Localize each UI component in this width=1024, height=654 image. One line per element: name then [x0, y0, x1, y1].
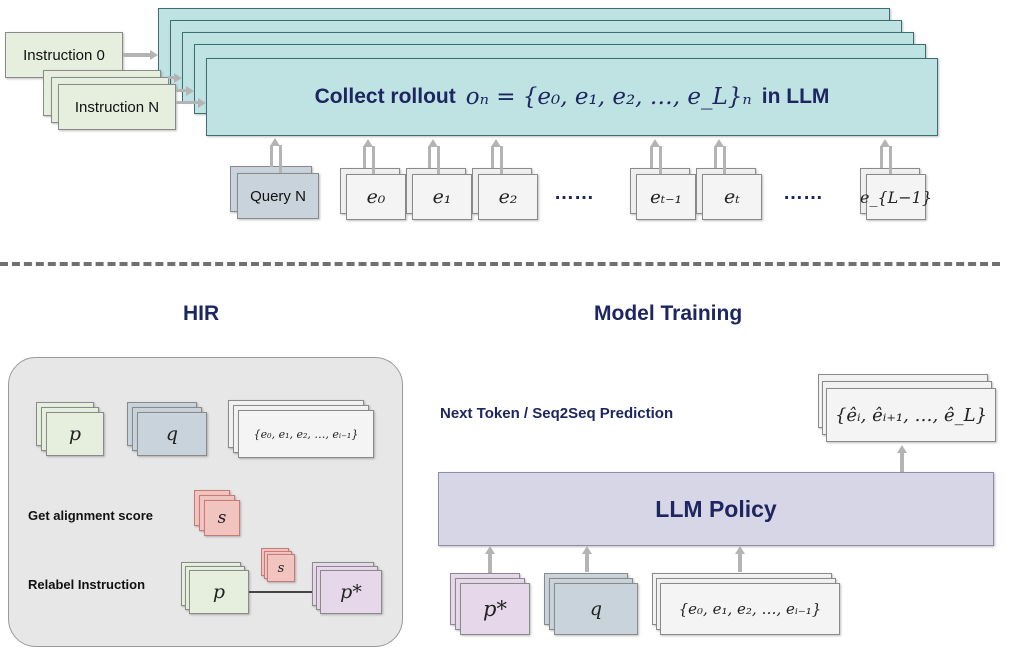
rollout-box: Collect rollout oₙ = {e₀, e₁, e₂, …, e_L… — [206, 58, 938, 136]
query-arrow-head — [270, 138, 280, 146]
train-pstar-box: p* — [460, 583, 530, 635]
token-e1-label: e₁ — [432, 186, 452, 208]
token-etminus1-label: eₜ₋₁ — [650, 186, 682, 208]
instruction-first-label: Instruction 0 — [23, 46, 105, 64]
query-arrow-b — [279, 145, 282, 173]
hir-relabel-p-box: p — [189, 570, 249, 614]
token-e1-box: e₁ — [412, 174, 472, 220]
hir-s-box: s — [204, 500, 240, 536]
rollout-text-prefix: Collect rollout — [314, 85, 456, 108]
seq-input-arrow — [738, 553, 742, 572]
instruction-arrow-4 — [176, 101, 198, 104]
instruction-last-box: Instruction N — [58, 84, 176, 130]
train-q-box: q — [554, 583, 638, 635]
hir-seq-label: {e₀, e₁, e₂, …, eᵢ₋₁} — [253, 427, 359, 441]
hir-seq-box: {e₀, e₁, e₂, …, eᵢ₋₁} — [238, 410, 374, 458]
token-et-label: eₜ — [724, 186, 740, 208]
hir-relabel-s-box: s — [267, 554, 295, 582]
token-eLminus1-arrow-a — [880, 146, 883, 168]
token-e2-box: e₂ — [478, 174, 538, 220]
token-e0-label: e₀ — [366, 186, 386, 208]
query-box: Query N — [237, 173, 319, 219]
hir-q-box: q — [137, 412, 207, 456]
output-arrow — [900, 453, 904, 472]
token-e0-arrow-b — [372, 146, 375, 174]
instruction-arrow-1-head — [150, 50, 158, 60]
pstar-input-arrow — [488, 553, 492, 573]
hir-title: HIR — [183, 302, 220, 325]
token-e1-arrow-b — [437, 146, 440, 174]
token-et-arrow-a — [714, 146, 717, 168]
hir-p-box: p — [46, 412, 104, 456]
token-et-box: eₜ — [702, 174, 762, 220]
train-seq-box: {e₀, e₁, e₂, …, eᵢ₋₁} — [660, 583, 840, 635]
train-q-label: q — [589, 598, 603, 620]
rollout-formula: oₙ = {e₀, e₁, e₂, …, e_L}ₙ — [465, 84, 752, 110]
token-e0-box: e₀ — [346, 174, 406, 220]
train-pstar-label: p* — [483, 597, 507, 621]
seq-input-arrow-head — [735, 546, 745, 554]
token-e1-arrow-a — [428, 146, 431, 168]
output-box: {êᵢ, êᵢ₊₁, …, ê_L} — [826, 388, 996, 442]
prediction-text: Next Token / Seq2Seq Prediction — [440, 405, 674, 422]
token-ellipsis-1: …… — [554, 182, 594, 204]
token-e1-arrow-head — [428, 139, 438, 147]
instruction-arrow-1 — [123, 53, 151, 57]
token-ellipsis-2: …… — [783, 182, 823, 204]
token-eLminus1-label: e_{L−1} — [859, 187, 933, 207]
instruction-arrow-2-head — [174, 73, 182, 83]
query-arrow-a — [270, 145, 273, 167]
query-label: Query N — [250, 187, 306, 205]
instruction-arrow-4-head — [198, 98, 206, 108]
training-title: Model Training — [594, 302, 743, 325]
q-input-arrow — [585, 553, 589, 572]
hir-pstar-box: p* — [320, 570, 382, 614]
q-input-arrow-head — [582, 546, 592, 554]
token-e0-arrow-a — [363, 146, 366, 168]
token-eLminus1-box: e_{L−1} — [860, 174, 932, 220]
hir-relabel-arrow — [249, 591, 313, 593]
hir-q-label: q — [165, 423, 179, 445]
train-seq-label: {e₀, e₁, e₂, …, eᵢ₋₁} — [678, 600, 822, 618]
hir-relabel-text: Relabel Instruction — [28, 577, 146, 592]
hir-relabel-p-label: p — [212, 581, 226, 603]
instruction-arrow-3-head — [186, 86, 194, 96]
token-eLminus1-arrow-head — [880, 139, 890, 147]
hir-relabel-s-label: s — [277, 560, 285, 576]
hir-pstar-label: p* — [340, 581, 362, 603]
token-e2-arrow-b — [500, 146, 503, 174]
token-etminus1-box: eₜ₋₁ — [636, 174, 696, 220]
instruction-arrow-3 — [176, 89, 186, 92]
token-e0-arrow-head — [363, 139, 373, 147]
token-etminus1-arrow-a — [650, 146, 653, 168]
llm-policy-label: LLM Policy — [655, 495, 777, 522]
hir-s-label: s — [217, 508, 227, 528]
token-eLminus1-arrow-b — [889, 146, 892, 174]
hir-p-label: p — [68, 423, 82, 445]
section-divider — [0, 262, 1000, 266]
pstar-input-arrow-head — [485, 546, 495, 554]
token-et-arrow-b — [723, 146, 726, 174]
output-arrow-head — [897, 445, 907, 453]
token-etminus1-arrow-head — [650, 139, 660, 147]
instruction-arrow-2 — [168, 76, 174, 79]
llm-policy-box: LLM Policy — [438, 472, 994, 546]
output-label: {êᵢ, êᵢ₊₁, …, ê_L} — [834, 404, 988, 426]
instruction-last-label: Instruction N — [74, 98, 160, 116]
token-etminus1-arrow-b — [659, 146, 662, 174]
token-e2-arrow-head — [491, 139, 501, 147]
token-e2-arrow-a — [491, 146, 494, 168]
token-et-arrow-head — [714, 139, 724, 147]
hir-alignment-text: Get alignment score — [28, 508, 153, 523]
rollout-text-suffix: in LLM — [761, 85, 830, 108]
token-e2-label: e₂ — [498, 186, 518, 208]
